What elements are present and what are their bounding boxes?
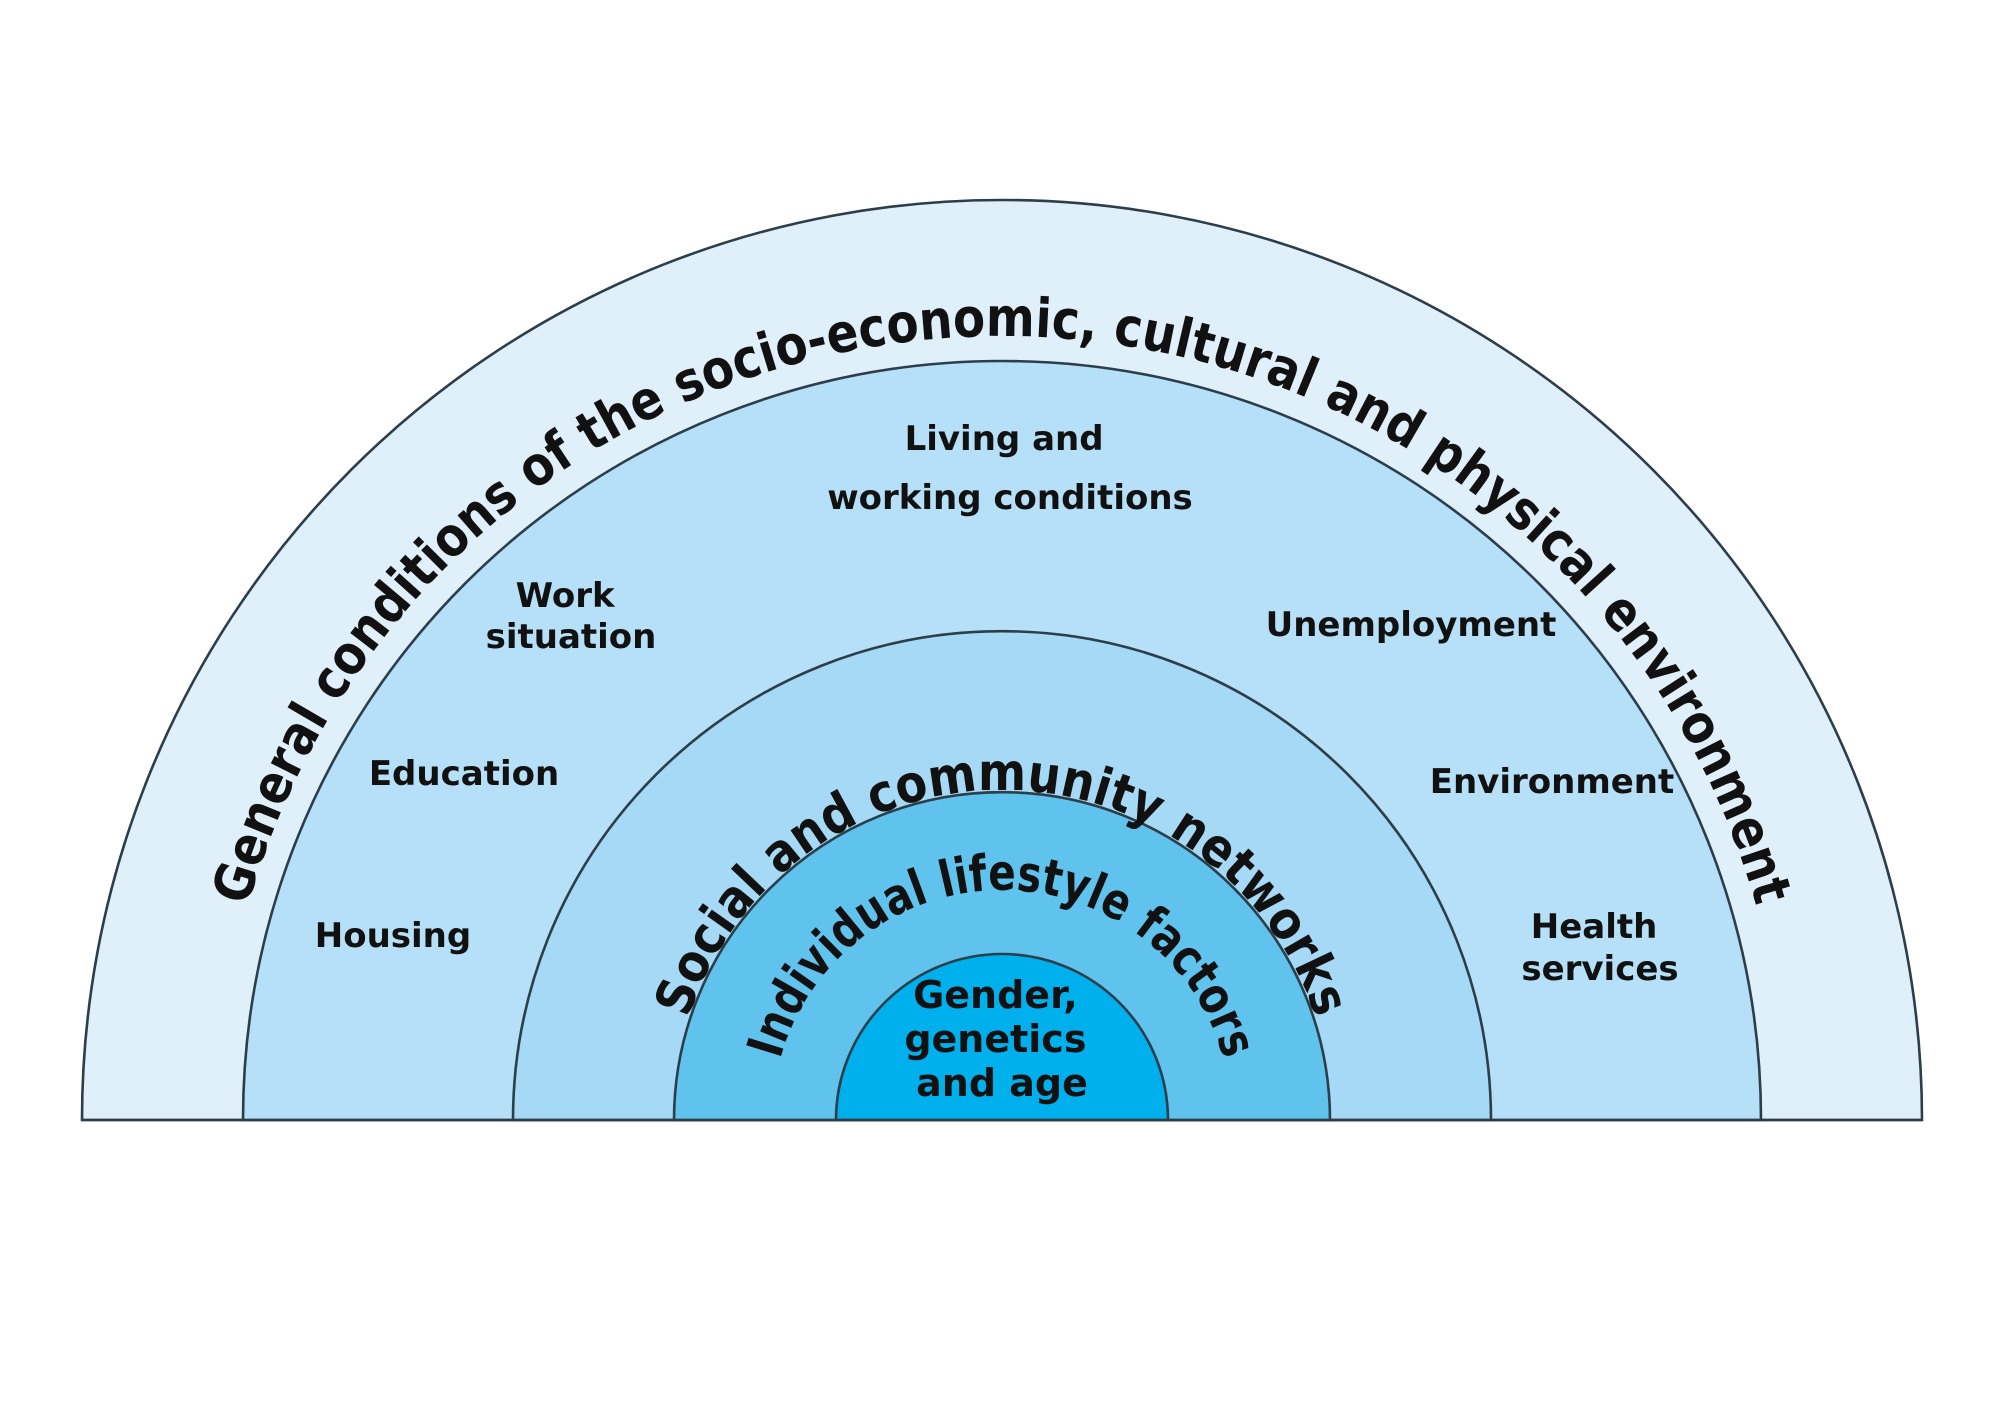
health-services-label: Health services — [1521, 907, 1678, 989]
living-line-1: Living and — [905, 419, 1104, 459]
work-situation-label: Work situation — [486, 576, 657, 657]
core-line-3: and age — [916, 1061, 1088, 1105]
work-line-1: Work — [516, 576, 616, 616]
gender-genetics-age-label: Gender, genetics and age — [904, 973, 1099, 1105]
living-line-2: working conditions — [827, 478, 1193, 518]
housing-label: Housing — [315, 916, 471, 956]
work-line-2: situation — [486, 617, 657, 657]
education-label: Education — [369, 754, 559, 794]
core-line-2: genetics — [904, 1017, 1086, 1061]
core-circle — [834, 952, 1170, 1122]
health-line-2: services — [1521, 949, 1678, 989]
environment-label: Environment — [1430, 762, 1675, 802]
core-line-1: Gender, — [913, 973, 1078, 1017]
health-line-1: Health — [1531, 907, 1658, 947]
living-working-conditions-label: Living and working conditions — [827, 419, 1193, 518]
unemployment-label: Unemployment — [1266, 605, 1557, 645]
